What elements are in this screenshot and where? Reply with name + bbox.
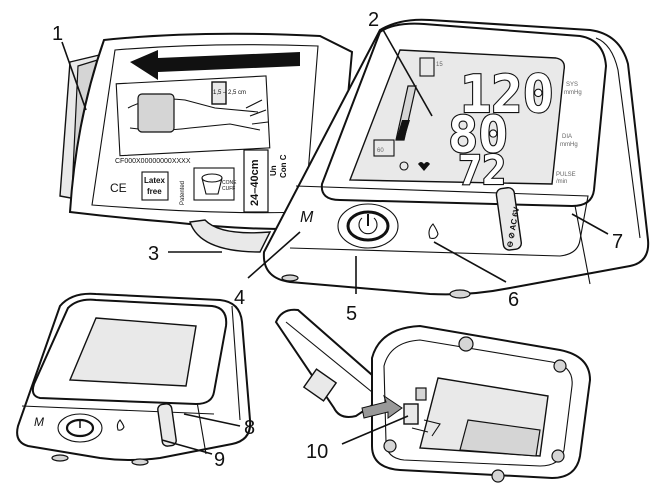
start-stop-button-small[interactable] (57, 413, 103, 443)
heart-icon (418, 162, 430, 171)
callout-10: 10 (306, 441, 328, 463)
sys-unit: mmHg (564, 90, 582, 96)
pulse-unit: /min (556, 179, 567, 185)
cuff-size-range: 24–40cm (249, 159, 261, 206)
systolic-reading: 120 (460, 65, 554, 125)
callout-3: 3 (148, 243, 159, 265)
monitor-main-view: 15 60 120 80 72 SYS mmHg DIA mmHg PULSE … (262, 18, 650, 299)
memory-button-small[interactable]: M (34, 415, 44, 429)
lcd-memory-icon: 60 (377, 148, 384, 154)
power-icon (358, 217, 378, 235)
callout-8: 8 (244, 417, 255, 439)
pulse-reading: 72 (458, 148, 506, 194)
user-button[interactable] (428, 223, 439, 240)
latex-label-line2: free (147, 187, 162, 196)
lcd-date-icon: 15 (436, 62, 443, 68)
diastolic-reading: 80 (448, 106, 508, 164)
callout-4: 4 (234, 287, 245, 309)
callout-lines (61, 27, 609, 455)
ce-mark: CE (110, 181, 127, 195)
cuff-label: CUFF (222, 186, 235, 192)
callout-1: 1 (52, 23, 63, 45)
sys-label: SYS (566, 82, 578, 88)
patent-label: Patented (180, 181, 186, 205)
cuff-dimension-label: 1,5 – 2,5 cm (213, 90, 246, 96)
callout-numbers: 1 2 3 4 5 6 7 8 9 10 (52, 9, 623, 471)
callout-7: 7 (612, 231, 623, 253)
user-icon-small (116, 419, 125, 431)
callout-6: 6 (508, 289, 519, 311)
latex-label-line1: Latex (144, 176, 165, 185)
cuff-unit-label-a: Un (269, 165, 278, 176)
start-stop-button[interactable] (337, 203, 399, 249)
memory-button[interactable]: M (300, 209, 314, 226)
callout-2: 2 (368, 9, 379, 31)
arm-cuff: 1,5 – 2,5 cm CF000X00000000XXXX CE Latex… (59, 32, 354, 253)
cuff-unit-label-b: Con C (279, 154, 288, 178)
cone-label: CONE (222, 180, 237, 186)
pulse-label: PULSE (556, 172, 576, 178)
monitor-side-view: M (16, 292, 252, 466)
callout-5: 5 (346, 303, 357, 325)
callout-9: 9 (214, 449, 225, 471)
cuff-serial-number: CF000X00000000XXXX (115, 158, 191, 165)
battery-compartment-view (274, 308, 592, 483)
dia-unit: mmHg (560, 142, 578, 148)
dia-label: DIA (562, 134, 572, 140)
